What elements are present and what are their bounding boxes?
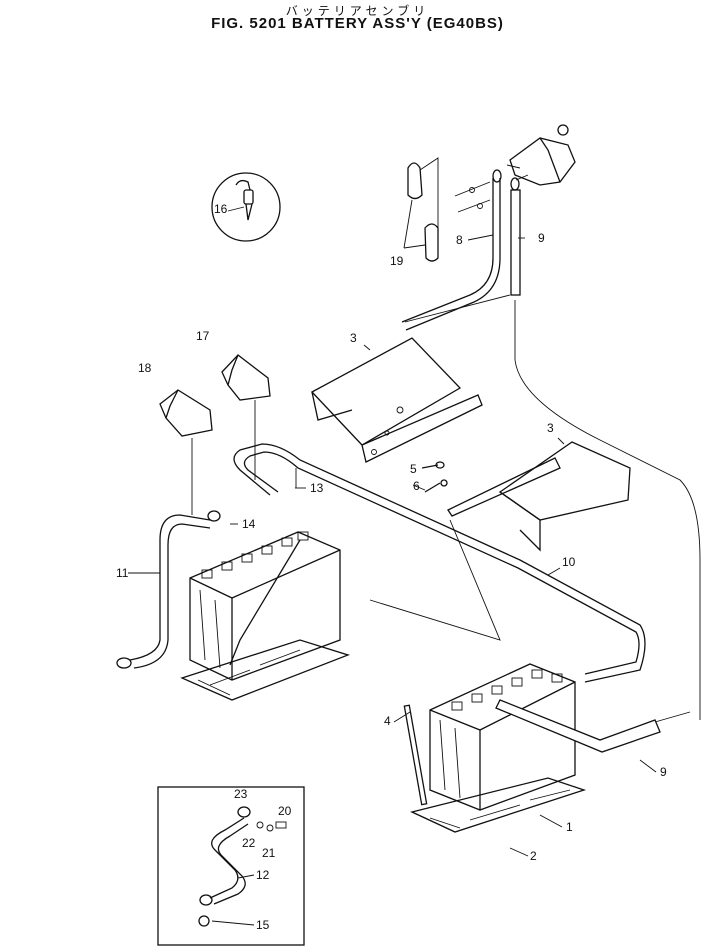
callout-22: 22 — [242, 836, 256, 850]
callout-12: 12 — [256, 868, 270, 882]
terminal-caps-19 — [403, 157, 491, 262]
callout-6: 6 — [413, 479, 420, 493]
cable-8 — [401, 169, 502, 331]
washer-6 — [424, 479, 448, 493]
callout-15: 15 — [256, 918, 270, 932]
inset-box — [157, 786, 305, 946]
terminal-cover-18 — [159, 389, 213, 515]
callout-18: 18 — [138, 361, 152, 375]
cable-9-lower — [495, 699, 661, 753]
leader-lines — [369, 294, 511, 641]
callout-14: 14 — [242, 517, 256, 531]
callout-21: 21 — [262, 846, 276, 860]
battery-cover-3-left — [310, 337, 483, 463]
callout-16: 16 — [214, 202, 228, 216]
callout-10: 10 — [562, 555, 576, 569]
cable-10 — [229, 443, 646, 683]
detail-16-circle — [211, 172, 281, 242]
battery-right — [410, 663, 587, 833]
callout-13: 13 — [310, 481, 324, 495]
callout-19: 19 — [390, 254, 404, 268]
japanese-title: バッテリアセンブリ — [285, 4, 430, 18]
label-leaders — [128, 234, 657, 926]
callout-3a: 3 — [350, 331, 357, 345]
battery-left — [180, 531, 350, 701]
callout-4: 4 — [384, 714, 391, 728]
cable-9-upper — [510, 177, 701, 723]
callout-8: 8 — [456, 233, 463, 247]
figure-title: FIG. 5201 BATTERY ASS'Y (EG40BS) — [211, 15, 504, 32]
callout-labels: 1 2 3 3 4 5 6 8 9 9 10 11 12 13 14 15 16… — [116, 202, 667, 932]
battery-switch — [506, 124, 576, 186]
callout-20: 20 — [278, 804, 292, 818]
callout-3b: 3 — [547, 421, 554, 435]
callout-2: 2 — [530, 849, 537, 863]
callout-11: 11 — [116, 566, 129, 580]
terminal-cover-17 — [221, 354, 271, 480]
callout-17: 17 — [196, 329, 210, 343]
callout-23: 23 — [234, 787, 248, 801]
callout-9a: 9 — [538, 231, 545, 245]
callout-1: 1 — [566, 820, 573, 834]
hold-down-rod-4 — [403, 704, 428, 806]
callout-9b: 9 — [660, 765, 667, 779]
callout-5: 5 — [410, 462, 417, 476]
battery-cover-3-right — [447, 441, 631, 552]
bolt-5 — [421, 461, 445, 469]
cable-11 — [116, 510, 221, 669]
